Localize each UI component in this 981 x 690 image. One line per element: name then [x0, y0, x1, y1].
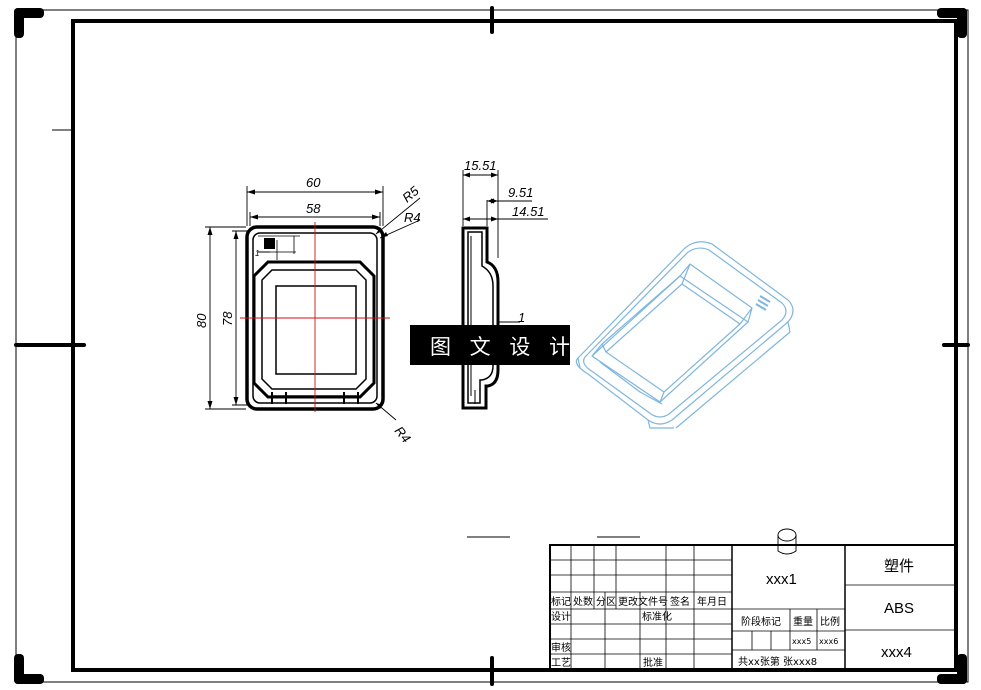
- tb-weight: 重量: [793, 615, 813, 628]
- tb-approve: 批准: [643, 656, 663, 669]
- watermark: 图 文 设 计: [410, 325, 576, 365]
- side-view: 15.51 9.51 14.51 1: [461, 158, 548, 410]
- center-marks: [14, 6, 970, 686]
- dim-thickness: 1: [518, 310, 525, 325]
- iso-logo-mark: [755, 295, 771, 311]
- dim-offset-a: 9.51: [508, 185, 533, 200]
- corner-marks: [14, 8, 967, 684]
- projection-symbol: [777, 528, 797, 555]
- dim-width-inner: 58: [306, 201, 321, 216]
- tb-date: 年月日: [697, 595, 727, 608]
- tb-part-name: 塑件: [884, 557, 914, 575]
- tb-sheets: 共xx张第 张xxx8: [738, 655, 817, 668]
- tb-sign: 签名: [670, 595, 690, 608]
- tb-mark: 标记: [551, 596, 571, 608]
- side-dim-arrows: [463, 172, 498, 222]
- dim-top-width: 15.51: [464, 158, 497, 173]
- cavity-outer: [252, 260, 376, 399]
- iso-cavity-floor: [605, 283, 741, 393]
- tb-review: 审核: [551, 641, 571, 654]
- tb-zone: 分区: [596, 596, 616, 608]
- cavity-mid: [261, 269, 367, 390]
- title-block: 标记 处数 分区 更改文件号 签名 年月日 设计 标准化 审核 工艺 批准 阶段…: [549, 528, 956, 671]
- tb-scale: 比例: [820, 615, 840, 628]
- cavity-floor: [275, 285, 357, 375]
- dim-offset-b: 14.51: [512, 204, 545, 219]
- tb-code: xxx4: [881, 644, 912, 661]
- watermark-text: 图 文 设 计: [430, 335, 576, 359]
- dim-height-outer: 80: [194, 313, 209, 328]
- tb-count: 处数: [573, 595, 593, 608]
- dim-radius-bottom: R4: [392, 423, 414, 445]
- tb-scale-value: xxx6: [819, 637, 838, 646]
- bottom-ribs: [271, 392, 359, 404]
- side-dim-lines: [462, 170, 548, 323]
- tb-process: 工艺: [551, 657, 571, 669]
- dim-radius-top-inner: R4: [404, 210, 421, 225]
- side-outer-profile: [461, 226, 500, 410]
- detail-lines: [258, 235, 300, 260]
- front-dim-lines: [205, 186, 421, 421]
- watermark-box: [410, 325, 570, 365]
- tb-design: 设计: [551, 610, 571, 623]
- tb-material: ABS: [884, 600, 914, 617]
- tb-weight-value: xxx5: [792, 637, 811, 646]
- tb-doc-no: 更改文件号: [618, 595, 668, 608]
- iso-outer-inner: [583, 247, 787, 418]
- dim-small-left: 1: [255, 249, 259, 258]
- tb-drawing-no: xxx1: [766, 571, 797, 588]
- tb-stage-mark: 阶段标记: [741, 615, 781, 628]
- dim-height-inner: 78: [220, 311, 235, 326]
- logo-mark: [264, 238, 275, 249]
- tb-standardize: 标准化: [642, 610, 672, 623]
- side-inner-profile: [467, 231, 494, 404]
- front-view: 60 58 80 78 R5 R4 R4 1: [194, 175, 422, 446]
- dim-radius-top: R5: [399, 183, 422, 206]
- dim-width-outer: 60: [306, 175, 321, 190]
- front-dim-arrows: [207, 189, 388, 409]
- isometric-view: [575, 241, 794, 429]
